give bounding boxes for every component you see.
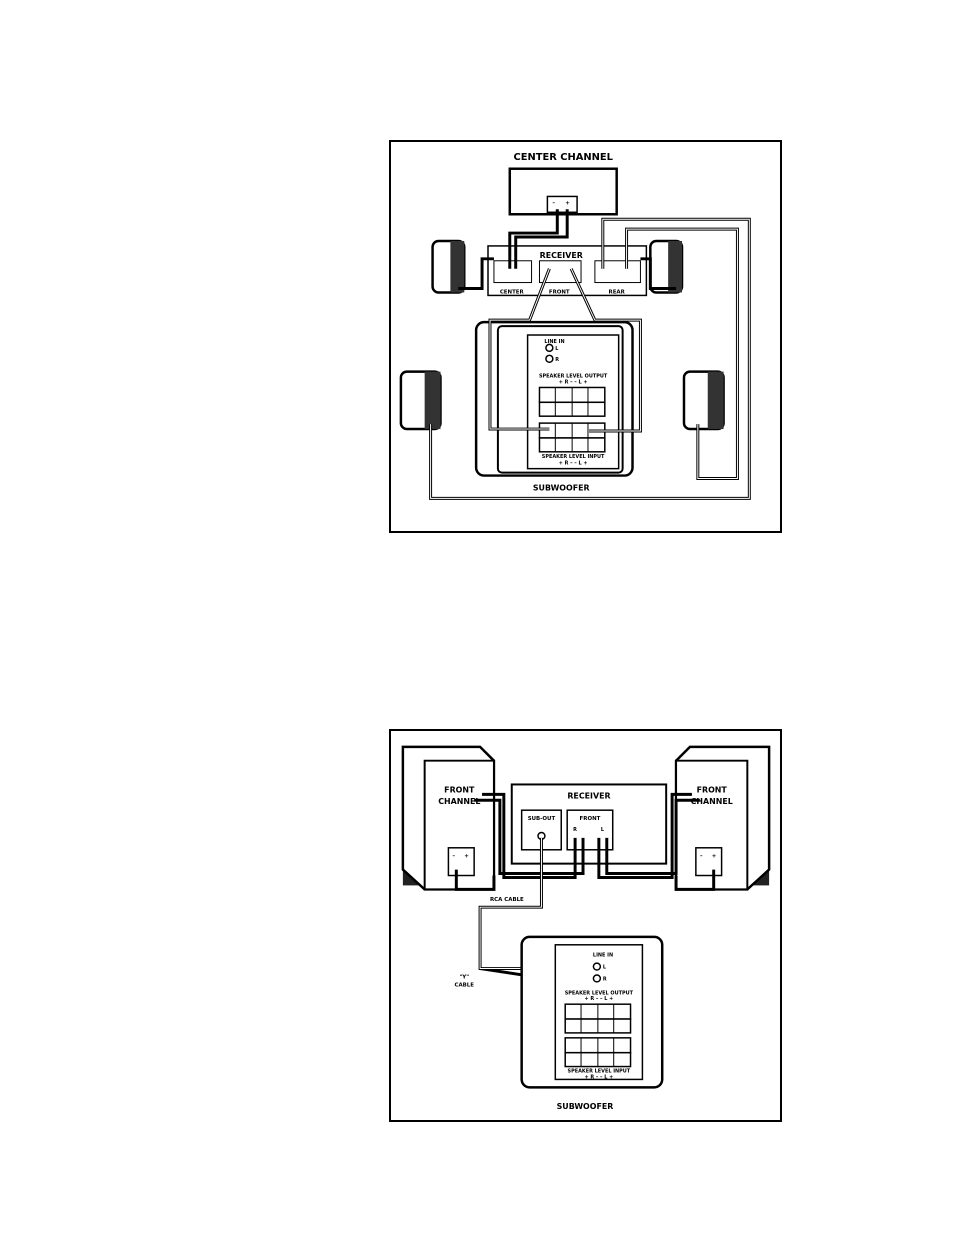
rear-left-speaker-side xyxy=(424,371,441,430)
sub1-input-polarity: + R – – L + xyxy=(559,461,588,467)
rear-right-speaker-side xyxy=(707,371,724,430)
center-channel-label: CENTER CHANNEL xyxy=(513,152,613,163)
fl-plus: + xyxy=(464,854,469,860)
sub2-line-in-l-jack xyxy=(592,962,602,971)
wiring-diagram-surround: CENTER CHANNEL – + RECEIVER CENTER FRONT… xyxy=(389,140,782,533)
front-left-channel-label-2: CHANNEL xyxy=(438,797,480,806)
front-right-channel-label-1: FRONT xyxy=(697,785,728,794)
receiver-front-label: FRONT xyxy=(549,289,570,295)
sub2-line-in-label: LINE IN xyxy=(593,953,613,959)
rca-cable-highlight xyxy=(479,837,560,970)
center-speaker-terminal xyxy=(546,195,578,214)
tower-feed-wires xyxy=(454,869,716,891)
wiring-diagram-line-in: FRONT CHANNEL – + FRONT CHANNEL – + RECE… xyxy=(389,729,782,1122)
fl-minus: – xyxy=(452,854,455,860)
front-right-tower-terminal xyxy=(695,847,723,877)
sub1-speaker-level-output-label: SPEAKER LEVEL OUTPUT xyxy=(539,374,608,380)
sub1-speaker-level-input-label: SPEAKER LEVEL INPUT xyxy=(542,454,605,460)
front-left-channel-label-1: FRONT xyxy=(444,785,475,794)
front2-label: FRONT xyxy=(580,816,601,822)
sub1-output-terminals xyxy=(538,386,606,417)
sub1-line-in-l-jack xyxy=(545,343,554,353)
sub1-line-in-l-label: L xyxy=(555,346,559,352)
sub2-output-polarity: + R – – L + xyxy=(584,996,613,1002)
sub2-speaker-level-output-label: SPEAKER LEVEL OUTPUT xyxy=(565,990,634,996)
front2-r-label: R xyxy=(573,827,577,833)
sub2-line-in-r-label: R xyxy=(603,976,607,982)
sub1-line-in-r-label: R xyxy=(555,357,559,363)
sub2-speaker-level-input-label: SPEAKER LEVEL INPUT xyxy=(568,1068,631,1074)
line-in-diagram-svg: FRONT CHANNEL – + FRONT CHANNEL – + RECE… xyxy=(401,745,771,1111)
sub2-subwoofer-label: SUBWOOFER xyxy=(557,1102,614,1111)
sub1-subwoofer-label: SUBWOOFER xyxy=(533,483,590,492)
sub2-input-terminals xyxy=(564,1037,632,1068)
receiver-center-terminal xyxy=(493,260,533,284)
y-cable-label-2: CABLE xyxy=(454,982,474,988)
receiver2-label: RECEIVER xyxy=(567,791,610,800)
receiver-center-label: CENTER xyxy=(500,289,525,295)
fr-minus: – xyxy=(700,854,703,860)
sub-out-label: SUB-OUT xyxy=(528,816,556,822)
center-terminal-minus: – xyxy=(552,200,555,206)
surround-diagram-svg: CENTER CHANNEL – + RECEIVER CENTER FRONT… xyxy=(399,152,751,500)
center-terminal-plus: + xyxy=(565,200,570,206)
front-left-speaker-side xyxy=(450,240,465,293)
rca-cable-label: RCA CABLE xyxy=(490,897,524,903)
sub2-output-terminals xyxy=(564,1003,632,1034)
front-right-channel-label-2: CHANNEL xyxy=(691,797,733,806)
sub1-input-terminals xyxy=(538,422,606,453)
sub2-line-in-r-jack xyxy=(592,974,602,983)
receiver-rear-label: REAR xyxy=(609,289,626,295)
receiver-label: RECEIVER xyxy=(540,251,583,260)
y-cable-label-1: "Y" xyxy=(459,974,469,980)
fr-plus: + xyxy=(712,854,717,860)
receiver-rear-terminal xyxy=(594,260,641,284)
sub1-output-polarity: + R – – L + xyxy=(559,380,588,386)
sub2-line-in-l-label: L xyxy=(603,965,607,971)
surround-wires-highlight xyxy=(430,218,750,499)
sub1-line-in-r-jack xyxy=(545,354,554,363)
sub2-input-polarity: + R – – L + xyxy=(584,1074,613,1080)
receiver-front-terminal xyxy=(538,260,582,284)
front2-l-label: L xyxy=(601,827,605,833)
sub1-line-in-label: LINE IN xyxy=(544,339,564,345)
front-right-speaker-side xyxy=(668,240,683,293)
front-tower-wires xyxy=(474,792,700,879)
front-left-tower-terminal xyxy=(447,847,475,877)
